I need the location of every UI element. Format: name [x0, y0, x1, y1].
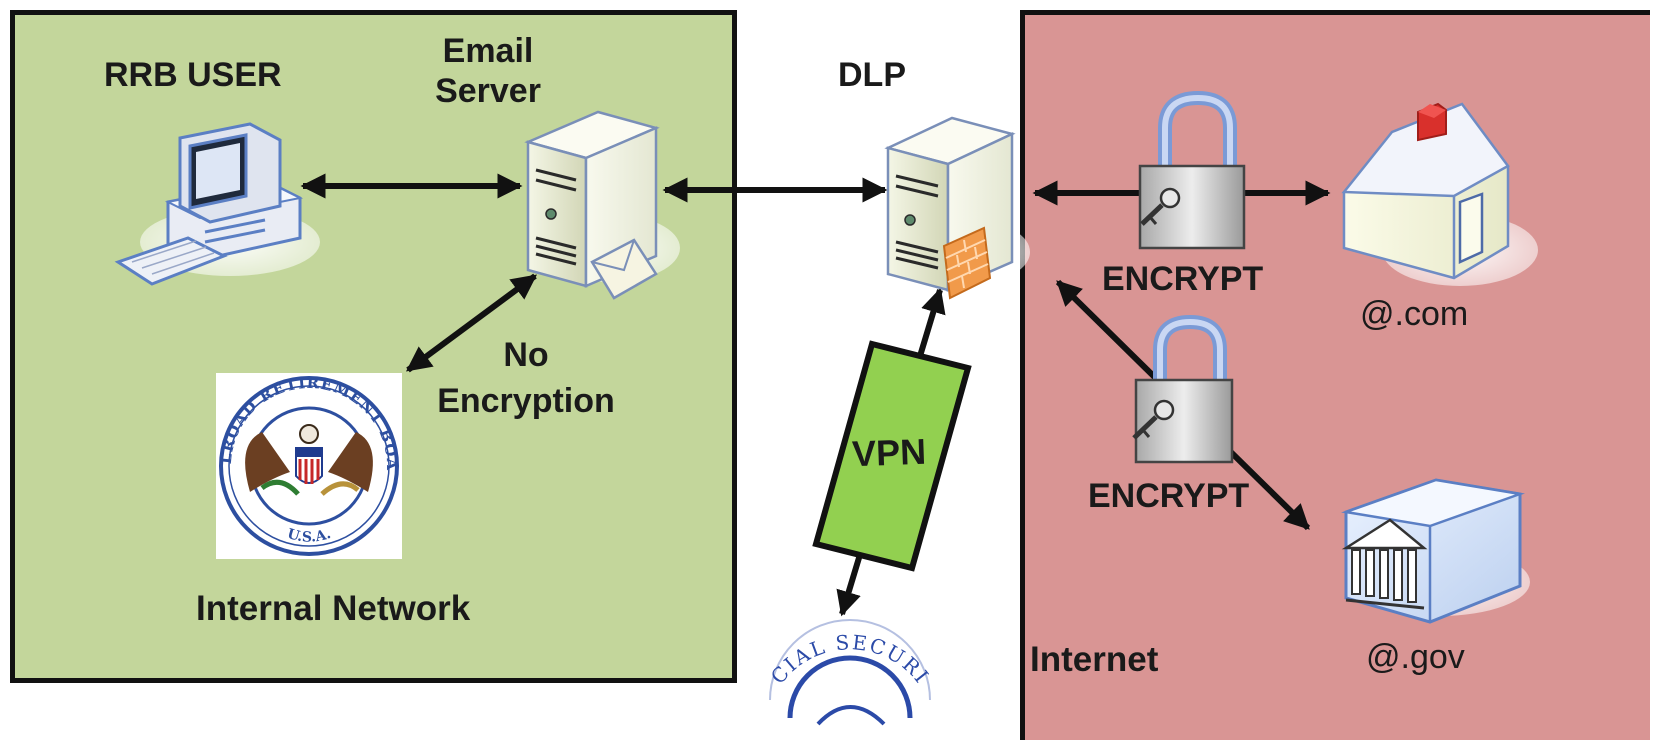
- padlock-key-icon: [1138, 90, 1246, 250]
- no-encryption-label: No Encryption: [406, 336, 646, 420]
- vpn-label: VPN: [851, 430, 927, 475]
- internet-label: Internet: [1030, 640, 1159, 679]
- email-server-label-line1: Email: [442, 32, 534, 70]
- svg-text:U.S.A.: U.S.A.: [285, 526, 333, 546]
- internal-network-label: Internal Network: [196, 589, 471, 628]
- government-building-icon: [1341, 478, 1530, 624]
- social-security-seal: [769, 619, 931, 726]
- email-server-label: Email Server: [418, 32, 558, 110]
- house-icon: [1341, 102, 1538, 286]
- firewall-server-icon: [884, 116, 1030, 300]
- gov-domain-label: @.gov: [1366, 638, 1465, 676]
- vpn-tunnel: [812, 340, 972, 572]
- no-encryption-line2: Encryption: [437, 381, 615, 420]
- com-domain-label: @.com: [1360, 295, 1469, 333]
- arrow-email-rrb: [405, 273, 538, 373]
- encrypt-label-com: ENCRYPT: [1102, 260, 1264, 298]
- seal-bottom-text: U.S.A.: [285, 526, 333, 546]
- padlock-key-icon: [1132, 314, 1234, 464]
- dlp-label: DLP: [838, 56, 906, 94]
- mail-server-icon: [524, 110, 680, 300]
- encrypt-label-gov: ENCRYPT: [1088, 477, 1250, 515]
- firewall-icon: [942, 226, 992, 300]
- desktop-computer-icon: [114, 122, 320, 286]
- rrb-user-label: RRB USER: [104, 56, 282, 94]
- no-encryption-line1: No: [503, 336, 549, 374]
- email-server-label-line2: Server: [435, 71, 541, 110]
